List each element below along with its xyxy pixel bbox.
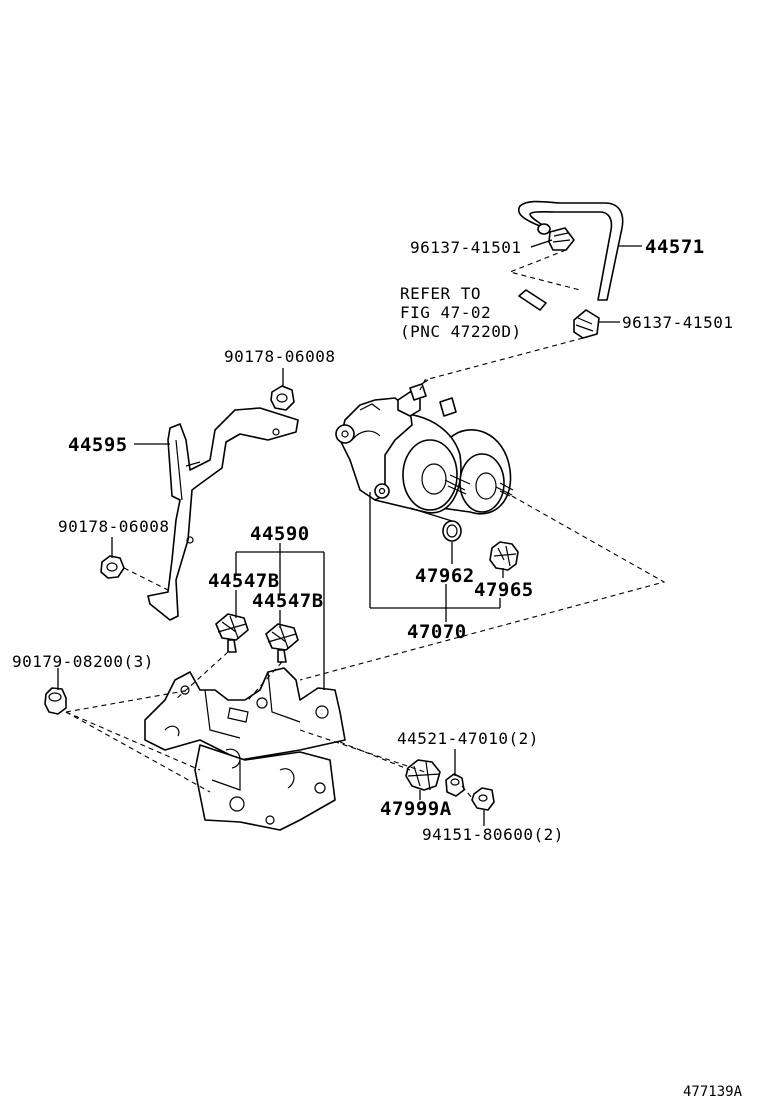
clamp-top-part[interactable]	[548, 227, 575, 251]
label-clamp-top[interactable]: 96137-41501	[410, 238, 521, 257]
label-insulator[interactable]: 47999A	[380, 798, 452, 820]
figure-id: 477139A	[683, 1084, 743, 1100]
vacuum-tube-part	[518, 289, 547, 311]
label-nut-top[interactable]: 90178-06008	[224, 347, 335, 366]
nut-top-part[interactable]	[270, 385, 295, 411]
cushion-2-part[interactable]	[265, 623, 299, 663]
bracket-44590-part[interactable]	[144, 667, 346, 831]
label-bracket[interactable]: 44595	[68, 434, 128, 456]
label-actuator-assy[interactable]: 47070	[407, 621, 467, 643]
label-cushion-2[interactable]: 44547B	[252, 590, 324, 612]
install-lines	[65, 249, 666, 799]
bracket-44595-part[interactable]	[147, 407, 299, 621]
label-nut-right[interactable]: 94151-80600(2)	[422, 825, 564, 844]
label-refer-1: REFER TO	[400, 284, 481, 303]
label-ring[interactable]: 47962	[415, 565, 475, 587]
grommet-part[interactable]	[489, 541, 519, 571]
actuator-part[interactable]	[335, 379, 514, 515]
spacer-part[interactable]	[445, 773, 465, 797]
label-spacer[interactable]: 44521-47010(2)	[397, 729, 539, 748]
bolt-left-part[interactable]	[44, 687, 67, 715]
label-bracket-assy[interactable]: 44590	[250, 523, 310, 545]
label-cushion-1[interactable]: 44547B	[208, 570, 280, 592]
insulator-part[interactable]	[405, 759, 441, 791]
label-bolt-left[interactable]: 90179-08200(3)	[12, 652, 154, 671]
label-hose[interactable]: 44571	[645, 236, 705, 258]
nut-left-part[interactable]	[100, 555, 125, 579]
label-grommet[interactable]: 47965	[474, 579, 534, 601]
cushion-1-part[interactable]	[215, 613, 249, 653]
hose-part[interactable]	[518, 200, 624, 301]
nut-right-part[interactable]	[471, 787, 495, 811]
clamp-bottom-part[interactable]	[573, 309, 600, 339]
label-nut-left[interactable]: 90178-06008	[58, 517, 169, 536]
leader-lines	[57, 239, 642, 826]
label-clamp-bottom[interactable]: 96137-41501	[622, 313, 733, 332]
label-refer-3: (PNC 47220D)	[400, 322, 522, 341]
part-labels: 96137-41501 44571 REFER TO FIG 47-02 (PN…	[12, 236, 743, 1100]
label-refer-2: FIG 47-02	[400, 303, 491, 322]
ring-part[interactable]	[442, 520, 462, 542]
